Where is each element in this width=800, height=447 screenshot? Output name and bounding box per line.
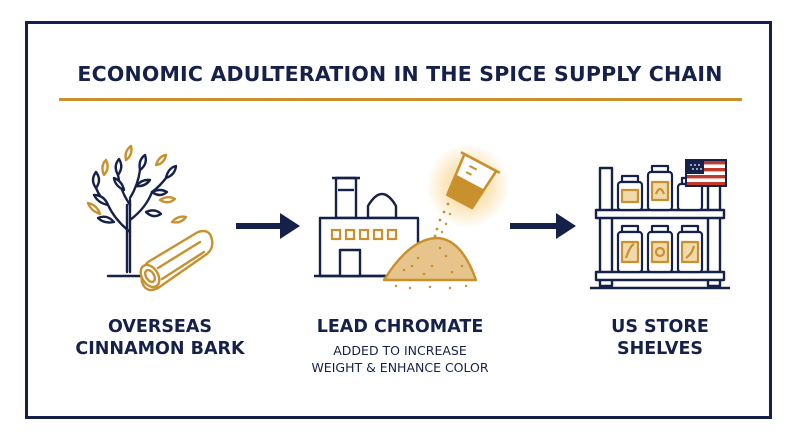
step-3-label-line2: SHELVES [616, 339, 704, 359]
step-1-label-line2: CINNAMON BARK [75, 339, 245, 359]
store-shelf-icon [590, 166, 730, 290]
step-1-label: OVERSEAS CINNAMON BARK [60, 316, 260, 360]
title-underline [59, 98, 742, 101]
diagram-title: ECONOMIC ADULTERATION IN THE SPICE SUPPL… [77, 62, 723, 86]
step-3-label: US STORE SHELVES [560, 316, 760, 360]
flow-arrow-1 [236, 213, 300, 239]
spice-jars-bottom [616, 224, 704, 274]
factory-windows [330, 228, 398, 241]
step-3-label-line1: US STORE [611, 317, 709, 337]
pour-stream [433, 202, 452, 238]
step-2-sub-line1: ADDED TO INCREASE [333, 343, 467, 358]
beaker-icon [446, 151, 501, 210]
step-2-sub-line2: WEIGHT & ENHANCE COLOR [311, 360, 489, 375]
cinnamon-leaf-accents [86, 144, 188, 224]
flow-arrow-2 [510, 213, 576, 239]
us-flag-icon [685, 159, 727, 187]
powder-pile-icon [382, 236, 478, 290]
cinnamon-stick-icon [139, 229, 214, 292]
step-2-sublabel: ADDED TO INCREASE WEIGHT & ENHANCE COLOR [280, 342, 520, 376]
step-2-label: LEAD CHROMATE [316, 317, 484, 337]
step-1-label-line1: OVERSEAS [107, 317, 213, 337]
cinnamon-tree-icon [91, 153, 178, 278]
spice-jars-top [616, 164, 704, 212]
